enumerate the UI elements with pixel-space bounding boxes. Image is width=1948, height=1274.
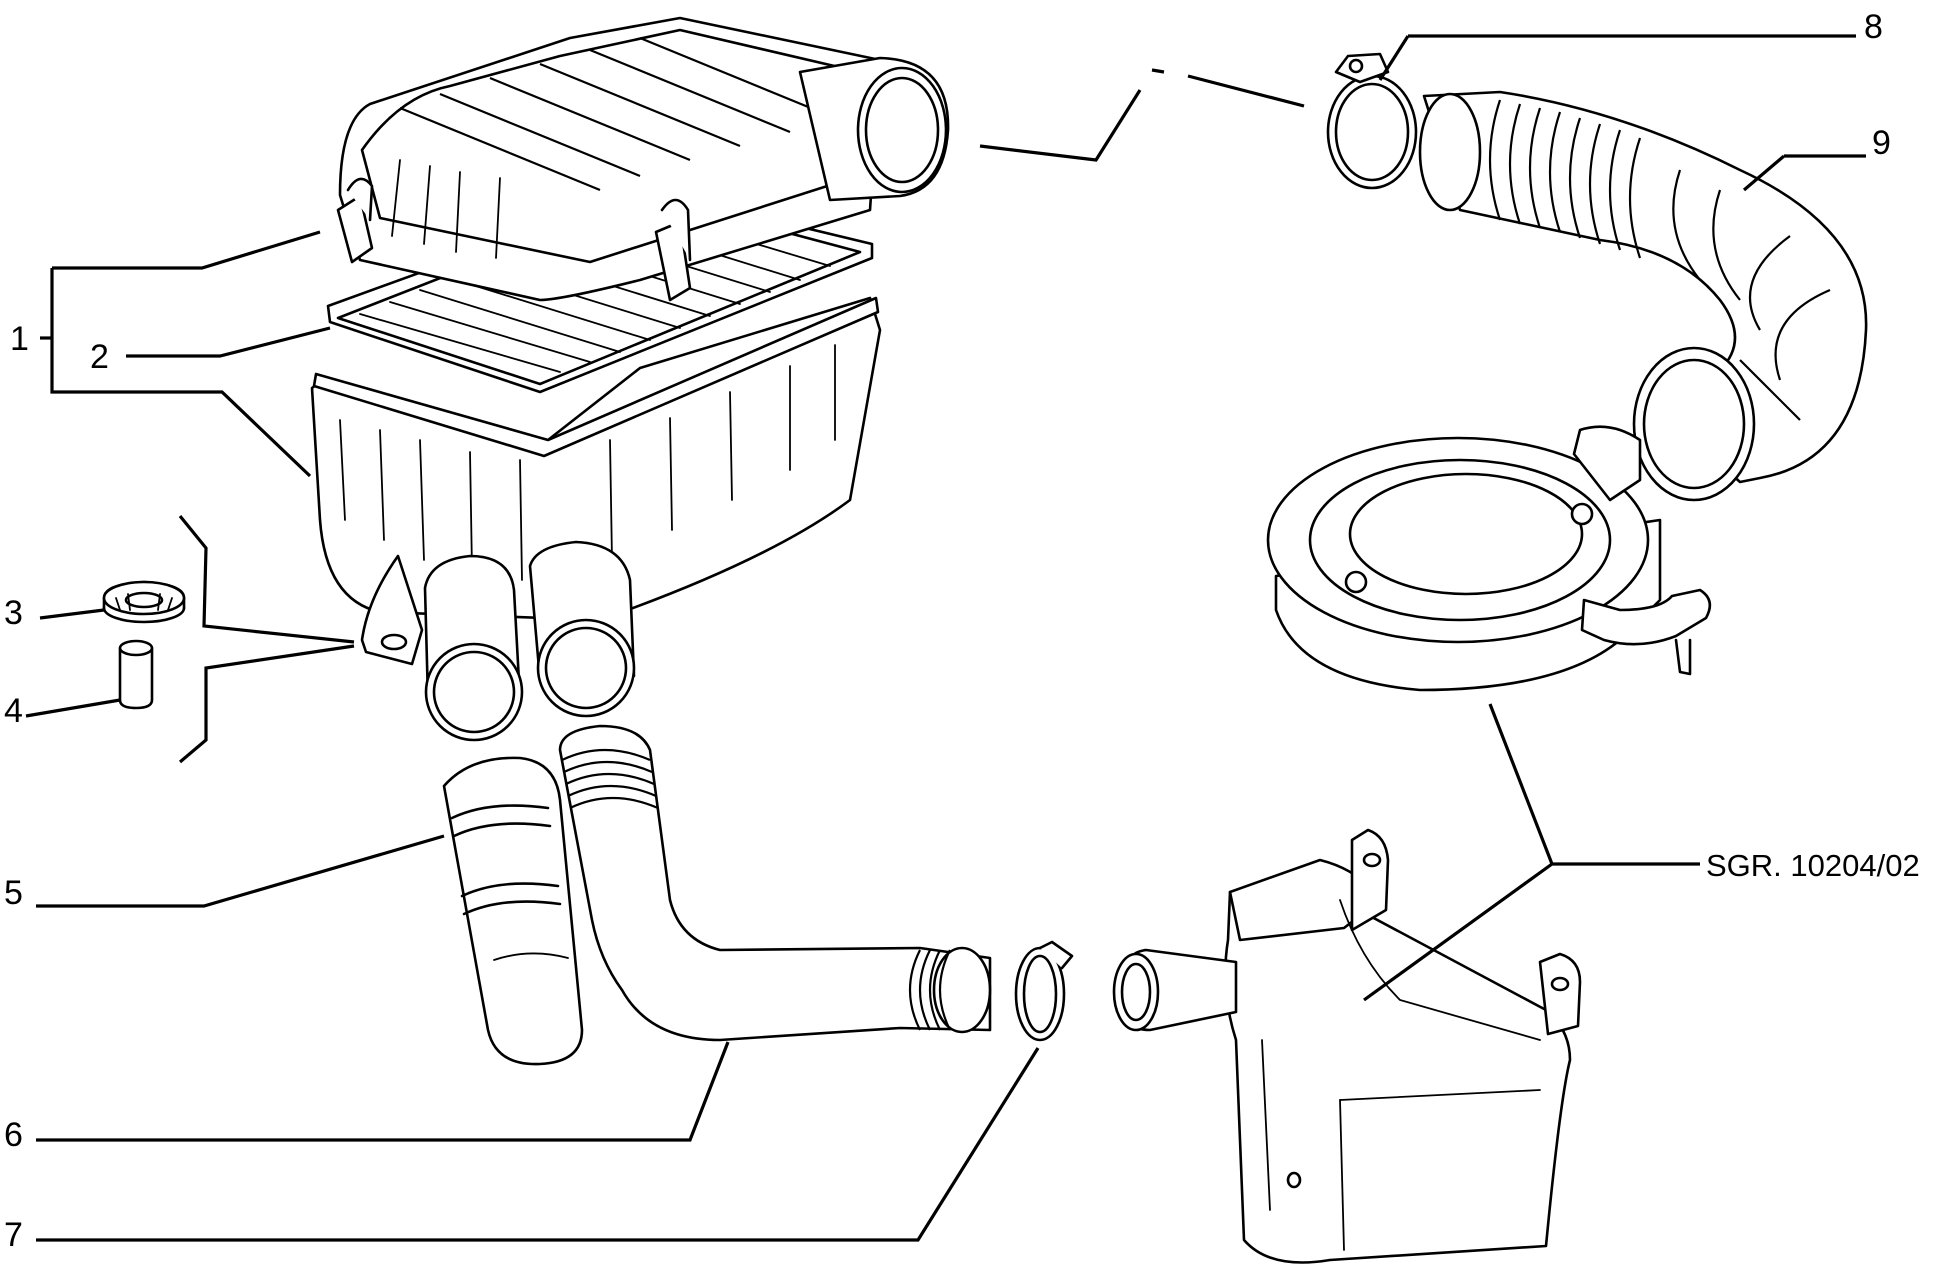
callout-1: 1: [10, 320, 29, 358]
round-filter-housing: [1266, 425, 1712, 692]
spacer-sleeve-part: [118, 639, 154, 710]
callout-5: 5: [4, 874, 23, 912]
callout-6: 6: [4, 1116, 23, 1154]
air-filter-housing: [310, 16, 950, 742]
resonator-box: [1112, 828, 1582, 1264]
intake-hose-straight: [442, 756, 584, 1066]
callout-8: 8: [1864, 8, 1883, 46]
callout-9: 9: [1872, 124, 1891, 162]
hose-clamp-small: [1014, 940, 1074, 1042]
callout-4: 4: [4, 692, 23, 730]
corrugated-intake-duct: [558, 724, 992, 1042]
leader-lines: [25, 34, 1866, 1242]
corrugated-elbow-hose: [1418, 90, 1868, 502]
callout-7: 7: [4, 1216, 23, 1254]
hose-clamp-large: [1326, 52, 1418, 190]
callout-3: 3: [4, 594, 23, 632]
callout-2: 2: [90, 338, 109, 376]
grommet-part: [102, 580, 186, 624]
reference-code: SGR. 10204/02: [1706, 848, 1920, 883]
